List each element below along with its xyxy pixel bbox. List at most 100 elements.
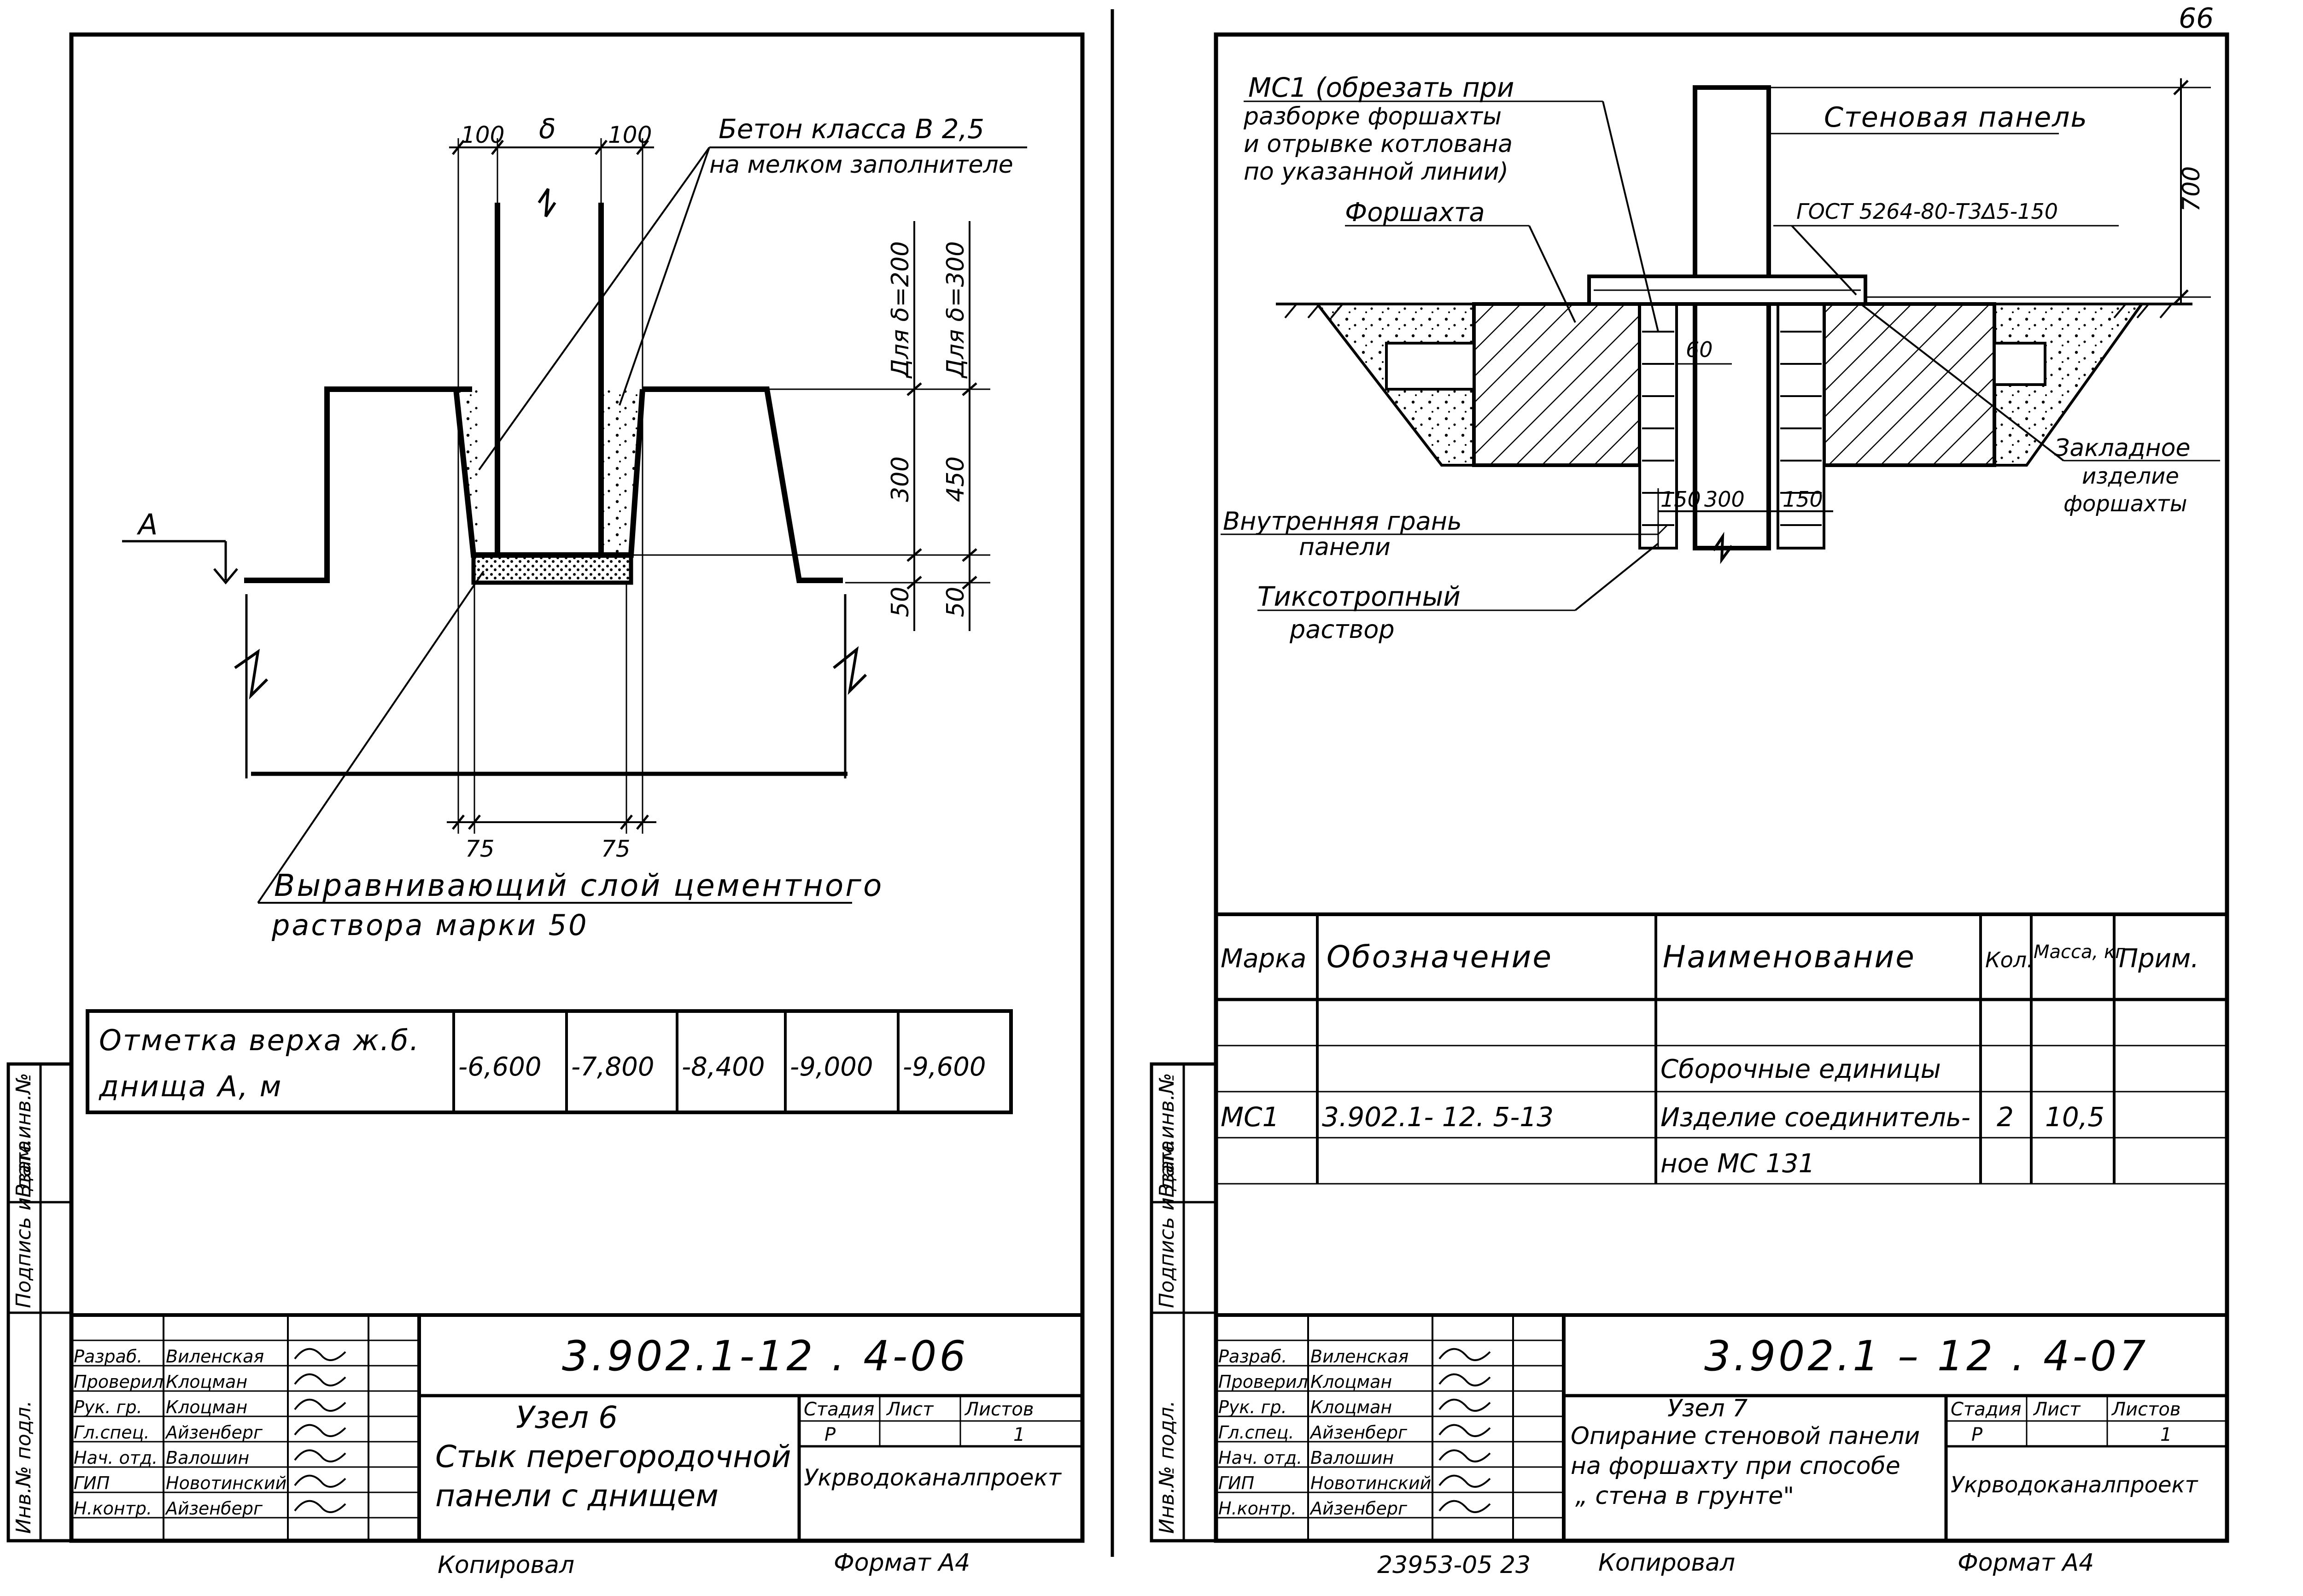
elevation-table: Отметка верха ж.б. днища А, м -6,600 -7,… (86, 1009, 1013, 1114)
label-mc1-4: по указанной линии) (1244, 158, 1508, 186)
label-forshakhta: Форшахта (1345, 198, 1485, 228)
right-frame (1214, 32, 2229, 1543)
elevation-value-3: -8,400 (682, 1052, 765, 1082)
left-name-5: Валошин (166, 1448, 249, 1468)
right-title-1: Узел 7 (1667, 1395, 1748, 1422)
right-title-4: „ стена в грунте" (1575, 1482, 1794, 1510)
right-org: Укрводоканалпроект (1951, 1472, 2199, 1498)
spec-header-qty: Кол. (1985, 947, 2034, 972)
label-concrete-2: на мелком заполнителе (709, 151, 1013, 179)
spec-row-name-2: ное МС 131 (1660, 1149, 1815, 1179)
label-thixotropic-2: раствор (1289, 615, 1395, 644)
left-side-stamp: Инв.№ подл. Подпись и дата Взам.инв.№ (6, 1062, 73, 1543)
left-title-block: Разраб. Проверил Рук. гр. Гл.спец. Нач. … (71, 1313, 1082, 1579)
elevation-value-5: -9,600 (903, 1052, 986, 1082)
left-role-3: Рук. гр. (74, 1397, 142, 1417)
dim-top-left: 100 (461, 122, 504, 148)
dim-note-300: Для δ=300 (942, 241, 970, 379)
level-marker-a: А (136, 508, 158, 541)
right-role-5: Нач. отд. (1218, 1448, 1302, 1468)
left-frame (69, 32, 1085, 1543)
left-name-2: Клоцман (166, 1372, 247, 1392)
right-side-stamp: Инв.№ подл. Подпись и дата Взам.инв.№ (1150, 1062, 1218, 1543)
dim-700: 700 (2178, 166, 2205, 212)
right-role-6: ГИП (1218, 1473, 1254, 1493)
left-stage-header: Стадия (804, 1399, 874, 1420)
elevation-value-1: -6,600 (458, 1052, 542, 1082)
dim-bottom-left: 75 (465, 836, 495, 862)
label-mc1-1: МС1 (обрезать при (1248, 72, 1514, 103)
left-stamp-text-2: Подпись и дата (12, 1140, 35, 1308)
label-thixotropic-1: Тиксотропный (1257, 581, 1461, 612)
elevation-value-2: -7,800 (571, 1052, 655, 1082)
right-doc-code: 3.902.1 – 12 . 4-07 (1704, 1332, 2148, 1380)
label-leveling-2: раствора марки 50 (271, 908, 589, 942)
left-title-2: Стык перегородочной (435, 1439, 791, 1474)
right-signatures (1438, 1348, 1491, 1513)
elevation-header-1: Отметка верха ж.б. (99, 1023, 420, 1057)
dim-v-300: 300 (887, 456, 914, 502)
left-stamp-text-3: Взам.инв.№ (12, 1073, 35, 1198)
left-title-1: Узел 6 (516, 1400, 618, 1435)
left-name-4: Айзенберг (164, 1422, 263, 1443)
spec-row-mark: МС1 (1221, 1101, 1279, 1133)
elevation-value-4: -9,000 (790, 1052, 873, 1082)
right-name-2: Клоцман (1310, 1372, 1392, 1392)
right-title-3: на форшахту при способе (1571, 1452, 1900, 1480)
left-stage: Р (824, 1424, 836, 1445)
right-format: Формат А4 (1958, 1549, 2094, 1577)
right-section-drawing: 700 150 300 150 60 МС1 (обрезать при (1221, 72, 2220, 644)
label-embedded-2: изделие (2082, 463, 2179, 489)
dim-60: 60 (1686, 337, 1713, 362)
spec-group: Сборочные единицы (1660, 1054, 1941, 1084)
right-name-6: Новотинский (1310, 1473, 1431, 1493)
left-signatures (294, 1348, 346, 1513)
dim-bottom-right: 75 (601, 836, 631, 862)
spec-row-designation: 3.902.1- 12. 5-13 (1322, 1101, 1554, 1133)
right-name-4: Айзенберг (1309, 1422, 1408, 1443)
label-mc1-3: и отрывке котлована (1244, 130, 1513, 158)
right-stamp-text-2: Подпись и дата (1155, 1140, 1179, 1308)
left-role-2: Проверил (74, 1372, 164, 1392)
right-role-4: Гл.спец. (1218, 1422, 1294, 1443)
left-doc-code: 3.902.1-12 . 4-06 (562, 1332, 969, 1380)
spec-table: Марка Обозначение Наименование Кол. Масс… (1216, 912, 2227, 1185)
label-embedded-3: форшахты (2063, 491, 2187, 517)
left-name-6: Новотинский (166, 1473, 286, 1493)
right-name-1: Виленская (1310, 1346, 1409, 1367)
right-stamp-text-3: Взам.инв.№ (1155, 1073, 1179, 1198)
left-section-drawing: 100 δ 100 75 75 Для δ=200 Для δ=300 (122, 113, 1027, 942)
right-stage-header: Стадия (1951, 1399, 2021, 1420)
left-sheets: 1 (1013, 1424, 1025, 1445)
right-name-7: Айзенберг (1309, 1498, 1408, 1519)
spec-row-mass: 10,5 (2045, 1101, 2104, 1133)
right-copied: Копировал (1598, 1549, 1735, 1577)
right-role-2: Проверил (1218, 1372, 1308, 1392)
left-sheets-header: Листов (964, 1399, 1034, 1420)
dim-v-450: 450 (942, 456, 970, 502)
label-inner-face-1: Внутренняя грань (1223, 507, 1462, 536)
spec-row-qty: 2 (1997, 1101, 2014, 1133)
spec-header-mark: Марка (1221, 944, 1306, 974)
left-role-5: Нач. отд. (74, 1448, 158, 1468)
right-stamp-text-1: Инв.№ подл. (1155, 1400, 1179, 1534)
right-name-5: Валошин (1310, 1448, 1394, 1468)
left-copied: Копировал (438, 1551, 574, 1579)
dim-top-right: 100 (608, 122, 652, 148)
label-wall-panel: Стеновая панель (1824, 101, 2088, 134)
right-sheet-header: Лист (2033, 1399, 2081, 1420)
label-leveling-1: Выравнивающий слой цементного (274, 868, 883, 903)
right-role-3: Рук. гр. (1218, 1397, 1287, 1417)
dim-note-200: Для δ=200 (887, 241, 914, 379)
right-title-2: Опирание стеновой панели (1571, 1422, 1920, 1450)
right-sheet: Инв.№ подл. Подпись и дата Взам.инв.№ (1150, 32, 2229, 1579)
left-role-4: Гл.спец. (74, 1422, 150, 1443)
left-sheet-header: Лист (886, 1399, 934, 1420)
label-concrete-1: Бетон класса В 2,5 (719, 113, 984, 145)
right-title-block: Разраб. Проверил Рук. гр. Гл.спец. Нач. … (1216, 1313, 2227, 1579)
right-sheets: 1 (2160, 1424, 2172, 1445)
spec-header-designation: Обозначение (1327, 939, 1553, 975)
left-title-3: панели с днищем (435, 1478, 719, 1514)
spec-header-note: Прим. (2119, 944, 2199, 974)
